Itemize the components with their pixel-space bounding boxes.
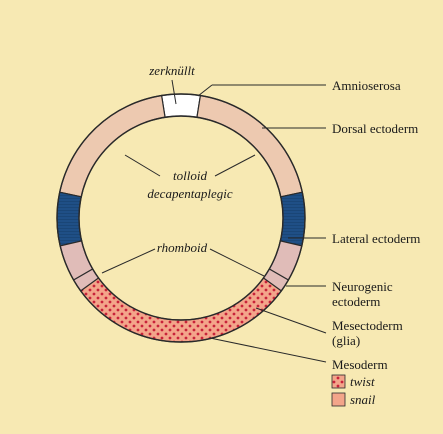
label-amnioserosa: Amnioserosa xyxy=(332,78,401,93)
leader-mesoderm xyxy=(209,337,327,363)
embryo-ring xyxy=(56,93,306,343)
leader-tolloid-right xyxy=(214,154,256,177)
legend-label-snail: snail xyxy=(350,392,376,407)
label-neurogenic-line1: Neurogenic xyxy=(332,279,393,294)
label-tolloid: tolloid xyxy=(173,168,207,183)
label-mesectoderm-line2: (glia) xyxy=(332,333,360,348)
segment-dorsal-ectoderm-right xyxy=(196,94,304,198)
legend-swatch-snail xyxy=(331,392,346,407)
label-mesectoderm-line1: Mesectoderm xyxy=(332,318,403,333)
label-rhomboid: rhomboid xyxy=(157,240,208,255)
label-decapentaplegic: decapentaplegic xyxy=(147,186,232,201)
label-dorsal-ectoderm: Dorsal ectoderm xyxy=(332,121,418,136)
legend-swatch-twist xyxy=(331,374,346,389)
leader-rhomboid-left xyxy=(101,248,156,274)
segment-dorsal-ectoderm-left xyxy=(58,94,166,198)
legend-label-twist: twist xyxy=(350,374,375,389)
segment-lateral-ectoderm-left xyxy=(56,191,83,247)
label-neurogenic-line2: ectoderm xyxy=(332,294,380,309)
label-mesoderm: Mesoderm xyxy=(332,357,388,372)
leader-lines xyxy=(101,79,327,363)
label-lateral-ectoderm: Lateral ectoderm xyxy=(332,231,420,246)
ring-outer-outline xyxy=(56,93,306,343)
leader-rhomboid-right xyxy=(209,248,265,277)
legend: twist snail xyxy=(331,374,376,407)
label-zerknullt: zerknüllt xyxy=(148,63,195,78)
segment-mesoderm xyxy=(76,272,286,343)
leader-tolloid-left xyxy=(124,154,161,177)
segment-amnioserosa xyxy=(160,93,202,118)
leader-zerknullt xyxy=(171,79,177,105)
leader-amnioserosa-a xyxy=(197,84,213,97)
ring-inner-outline xyxy=(78,115,284,321)
leader-mesectoderm xyxy=(255,307,327,334)
